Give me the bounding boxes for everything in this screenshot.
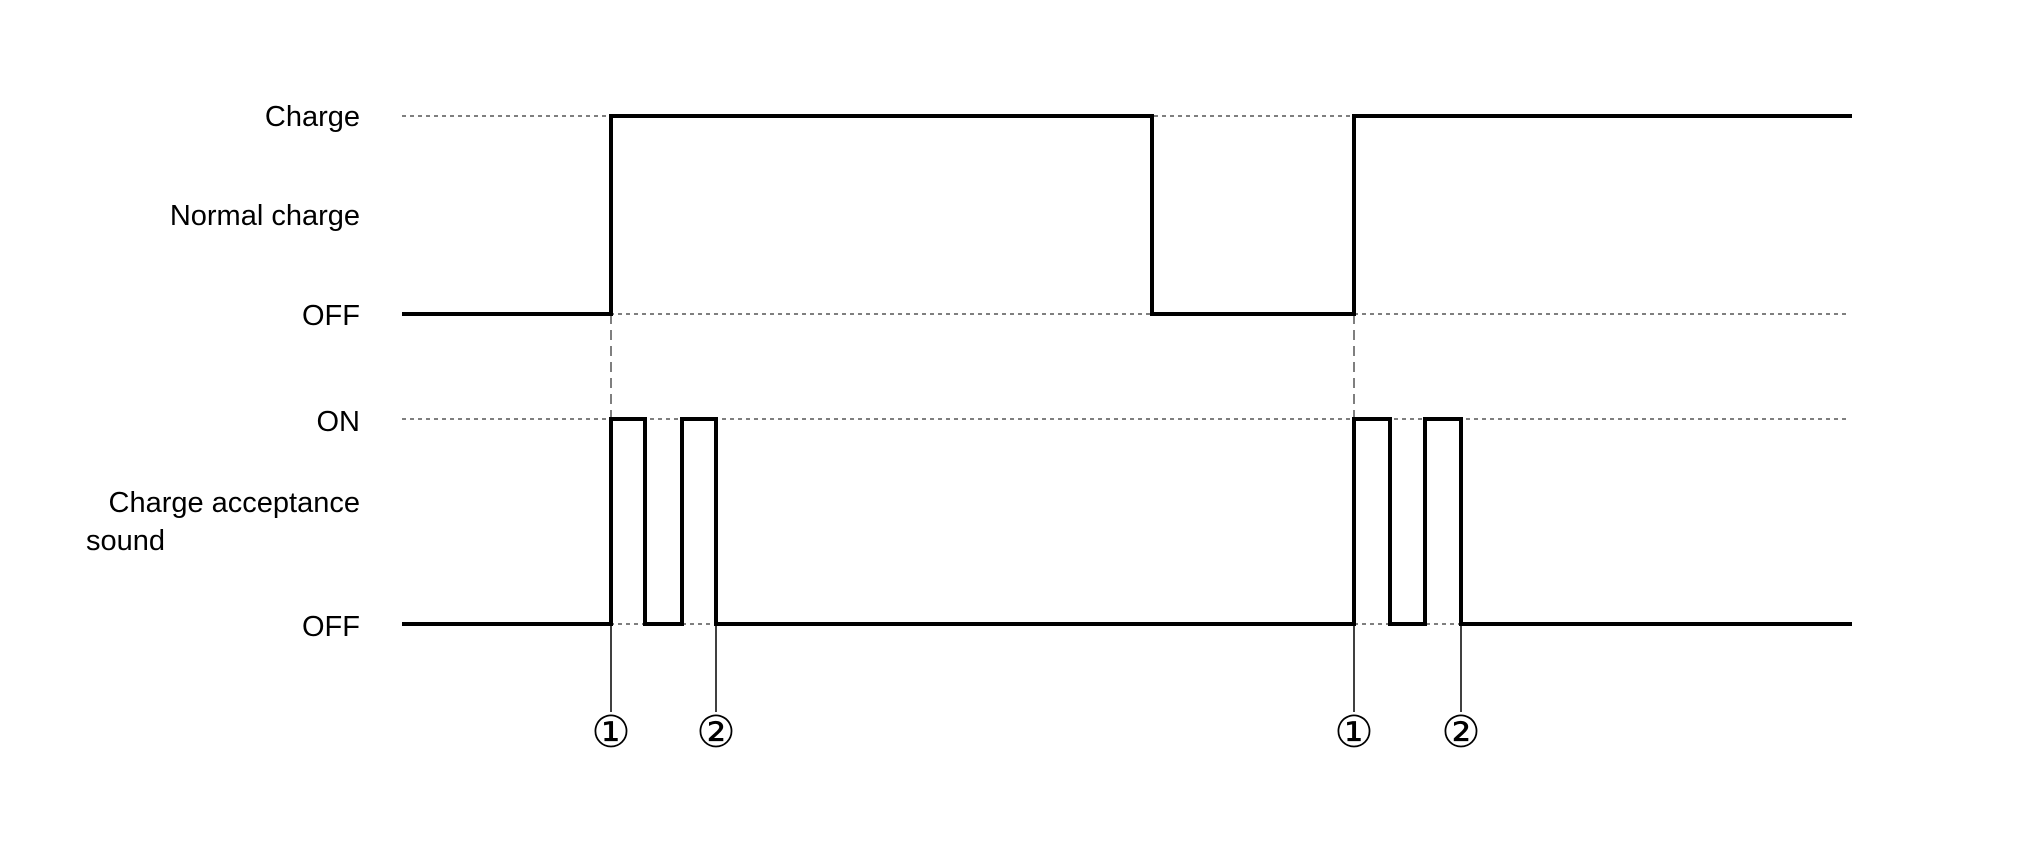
sound-low-label: OFF (302, 611, 360, 643)
normal-charge-signal-label: Normal charge (170, 200, 360, 232)
normal-charge-low-label: OFF (302, 300, 360, 332)
marker-4: ② (1441, 707, 1480, 758)
sound-high-label: ON (317, 406, 361, 438)
normal-charge-high-label: Charge (265, 101, 360, 133)
sound-signal-label-line1: Charge acceptance (109, 487, 361, 519)
normal-charge-waveform (402, 114, 1852, 316)
marker-1: ① (591, 707, 630, 758)
marker-2: ② (696, 707, 735, 758)
marker-3: ① (1334, 707, 1373, 758)
charge-acceptance-sound-waveform (402, 417, 1852, 626)
sound-signal-label-line2: sound (86, 525, 165, 557)
